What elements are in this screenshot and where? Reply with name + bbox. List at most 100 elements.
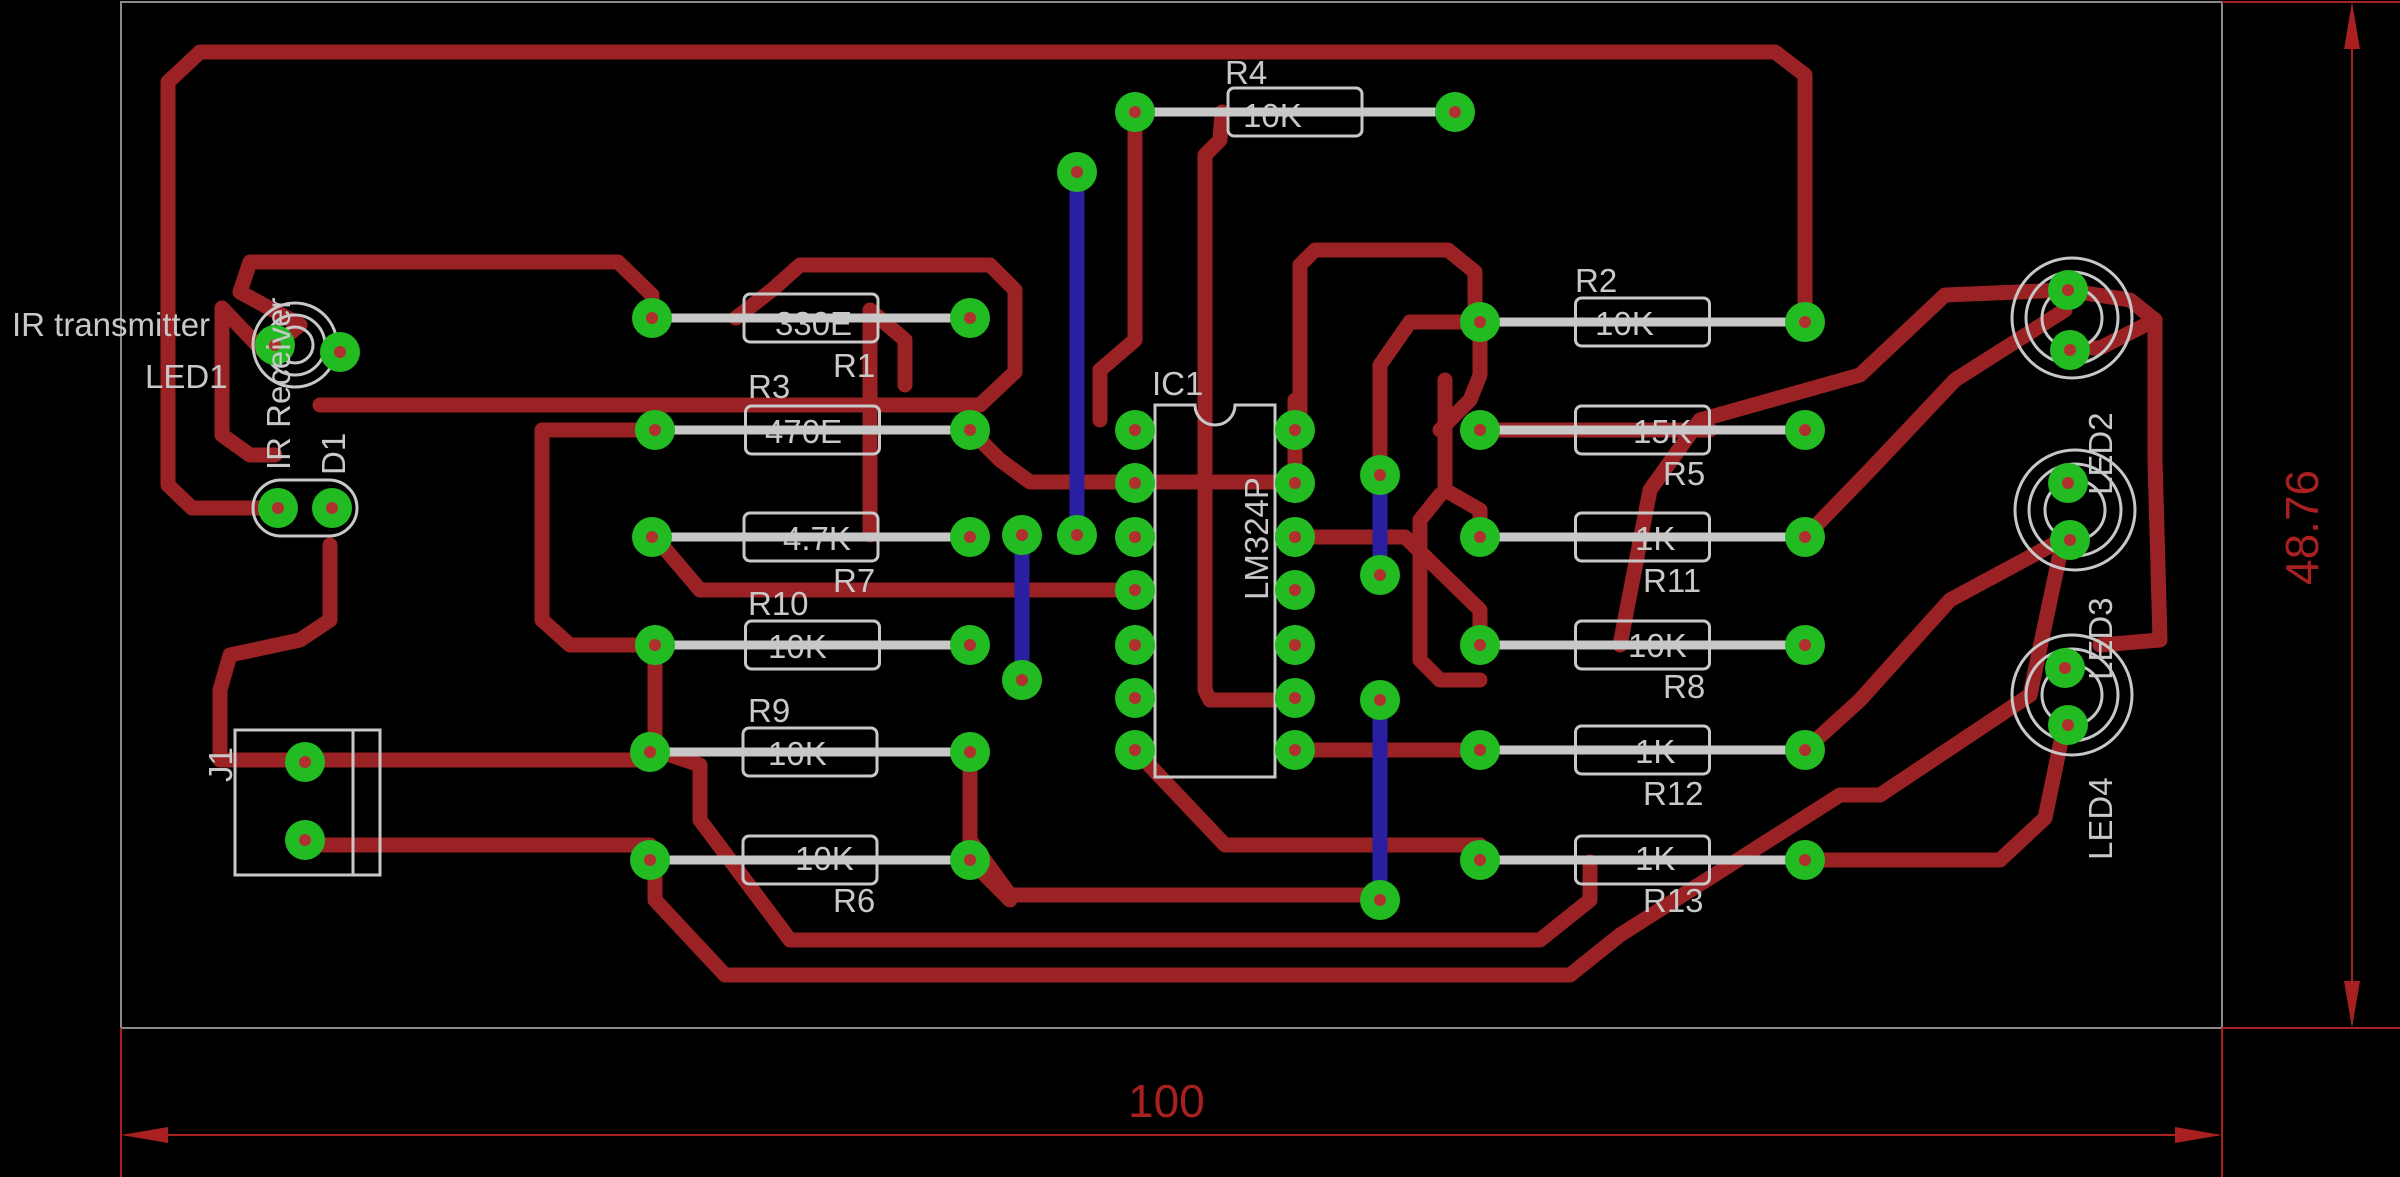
- drill-hole: [646, 531, 658, 543]
- drill-hole: [1474, 316, 1486, 328]
- resistor-name: R13: [1643, 882, 1704, 919]
- resistor-value: 10K: [1628, 627, 1687, 664]
- resistor-name: R7: [833, 562, 875, 599]
- resistor-value: 10K: [795, 840, 854, 877]
- drill-hole: [1129, 106, 1141, 118]
- trace: [534, 422, 663, 653]
- resistor-name: R8: [1663, 668, 1705, 705]
- resistor-name: R5: [1663, 455, 1705, 492]
- trace: [962, 744, 1388, 908]
- drill-hole: [272, 502, 284, 514]
- drill-hole: [1071, 166, 1083, 178]
- ic1-label: IC1: [1152, 365, 1203, 402]
- drill-hole: [1374, 894, 1386, 906]
- trace: [862, 302, 913, 543]
- silkscreen: [233, 86, 2137, 886]
- drill-hole: [1799, 854, 1811, 866]
- resistor-body: [742, 292, 880, 344]
- drill-hole: [649, 639, 661, 651]
- drill-hole: [1071, 529, 1083, 541]
- resistor-name: R1: [833, 347, 875, 384]
- drill-hole: [1799, 639, 1811, 651]
- drill-hole: [1129, 477, 1141, 489]
- top-layer-traces: [160, 44, 2168, 983]
- drill-hole: [1016, 674, 1028, 686]
- resistor-value: 470E: [765, 413, 842, 450]
- resistor-bodies: [645, 86, 1810, 886]
- drill-hole: [2062, 284, 2074, 296]
- trace: [2057, 312, 2168, 653]
- drill-hole: [1374, 694, 1386, 706]
- trace: [1432, 317, 1488, 438]
- resistor-value: 10K: [1243, 97, 1302, 134]
- drill-hole: [1474, 639, 1486, 651]
- ir-receiver-label: IR Receiver: [260, 298, 297, 470]
- trace: [1292, 242, 1483, 438]
- drill-hole: [1129, 424, 1141, 436]
- drill-hole: [964, 854, 976, 866]
- resistor-body: [1574, 404, 1711, 456]
- drill-hole: [334, 346, 346, 358]
- trace: [212, 537, 338, 768]
- resistor-body: [1574, 619, 1711, 671]
- ir-transmitter-label: IR transmitter: [12, 306, 210, 343]
- trace: [647, 742, 1598, 948]
- trace: [214, 300, 283, 463]
- led1-label: LED1: [145, 358, 228, 395]
- resistor-value: 4.7K: [783, 520, 851, 557]
- drill-hole: [964, 639, 976, 651]
- resistor-value: 10K: [768, 628, 827, 665]
- drill-hole: [1799, 424, 1811, 436]
- trace: [1372, 314, 1483, 478]
- resistor-body: [1574, 511, 1711, 563]
- resistor-value: 330E: [775, 305, 852, 342]
- led2-label: LED2: [2082, 412, 2119, 495]
- drill-hole: [1289, 744, 1301, 756]
- trace: [1412, 487, 1488, 688]
- drill-hole: [1289, 531, 1301, 543]
- resistor-body: [744, 619, 881, 671]
- trace: [1797, 302, 2073, 545]
- drill-hole: [1129, 639, 1141, 651]
- drill-hole: [1289, 424, 1301, 436]
- resistor-labels: R4 10K R1 330E R3 470E R7 4.7K R10 10K R…: [748, 54, 1705, 919]
- resistor-body: [741, 834, 879, 886]
- drill-hole: [1289, 477, 1301, 489]
- trace: [962, 422, 1143, 490]
- resistor-value: 1K: [1635, 733, 1675, 770]
- resistor-name: R11: [1643, 562, 1701, 599]
- resistor-body: [1574, 724, 1711, 776]
- drill-hole: [2059, 662, 2071, 674]
- resistor-name: R12: [1643, 775, 1704, 812]
- width-dimension-label: 100: [1128, 1075, 1205, 1127]
- resistor-body: [741, 726, 879, 778]
- drill-hole: [964, 531, 976, 543]
- drill-hole: [2064, 344, 2076, 356]
- drill-hole: [1016, 529, 1028, 541]
- drill-hole: [1474, 854, 1486, 866]
- resistor-body: [1574, 834, 1711, 886]
- trace: [1797, 714, 2073, 868]
- trace: [1797, 530, 2073, 758]
- resistor-value: 10K: [768, 735, 827, 772]
- trace: [232, 254, 660, 353]
- trace: [1612, 282, 2073, 653]
- drill-hole: [964, 746, 976, 758]
- drill-hole: [1799, 744, 1811, 756]
- drill-hole: [2064, 534, 2076, 546]
- drill-hole: [326, 502, 338, 514]
- drill-hole: [1289, 584, 1301, 596]
- bottom-layer-traces: [1014, 164, 1388, 908]
- resistor-body: [1574, 296, 1711, 348]
- j1-label: J1: [202, 747, 239, 782]
- resistor-body: [744, 404, 881, 456]
- resistor-name: R2: [1575, 262, 1617, 299]
- trace: [312, 257, 1023, 413]
- resistor-name: R3: [748, 368, 790, 405]
- width-dimension: 100: [120, 1028, 2223, 1177]
- d1-label: D1: [315, 433, 352, 475]
- drill-hole: [1474, 531, 1486, 543]
- resistor-value: 10K: [1595, 305, 1654, 342]
- drill-hole: [1474, 744, 1486, 756]
